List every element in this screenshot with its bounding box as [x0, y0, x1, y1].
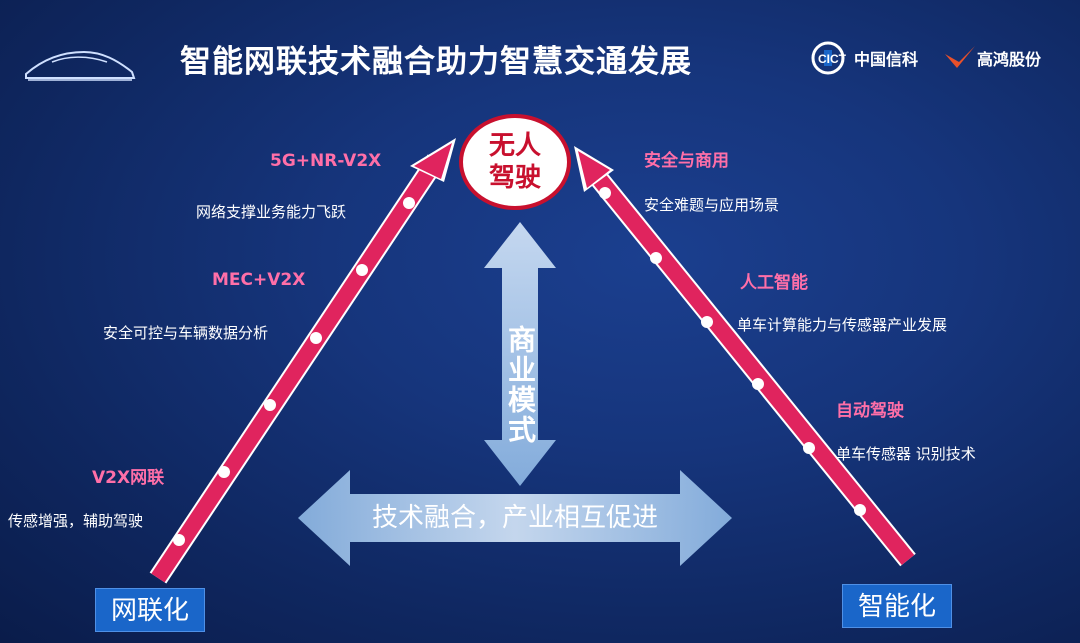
arm-dot [310, 332, 322, 344]
right-stage-3-title: 安全与商用 [644, 151, 729, 171]
car-outline-icon [25, 50, 136, 81]
arm-dot [173, 534, 185, 546]
left-arm-arrow [149, 138, 456, 584]
arm-dot [650, 252, 662, 264]
right-stage-3-desc: 安全难题与应用场景 [644, 196, 780, 214]
left-stage-3-desc: 网络支撑业务能力飞跃 [196, 203, 347, 221]
right-stage-1-title: 自动驾驶 [836, 401, 904, 421]
arm-dot [701, 316, 713, 328]
vertical-arrow-label: 商业模式 [504, 325, 537, 445]
arm-dot [356, 264, 368, 276]
right-arm-dots [599, 187, 866, 516]
center-label-line1: 无人 [488, 131, 541, 161]
right-base-label: 智能化 [842, 584, 952, 628]
right-stage-1-desc: 单车传感器 识别技术 [836, 445, 976, 463]
horizontal-arrow-label: 技术融合，产业相互促进 [371, 503, 658, 533]
arm-dot [599, 187, 611, 199]
arm-dot [803, 442, 815, 454]
left-base-label: 网联化 [95, 588, 205, 632]
gaohong-logo-text: 高鸿股份 [977, 50, 1042, 69]
left-stage-2-desc: 安全可控与车辆数据分析 [103, 324, 269, 342]
vertical-double-arrow [484, 222, 556, 486]
arm-dot [218, 466, 230, 478]
right-stage-2-title: 人工智能 [740, 273, 808, 293]
left-stage-1-title: V2X网联 [92, 468, 165, 488]
left-stage-3-title: 5G+NR-V2X [270, 151, 382, 171]
center-label-line2: 驾驶 [488, 163, 541, 193]
right-stage-2-desc: 单车计算能力与传感器产业发展 [737, 316, 948, 334]
brand-logos: CICT 中国信科 高鸿股份 [810, 38, 1070, 78]
arm-dot [403, 197, 415, 209]
cict-logo-text: 中国信科 [854, 50, 919, 69]
left-stage-1-desc: 传感增强，辅助驾驶 [8, 512, 144, 530]
arm-dot [264, 399, 276, 411]
right-arm-arrow [574, 146, 916, 567]
arm-dot [854, 504, 866, 516]
left-stage-2-title: MEC+V2X [212, 270, 306, 290]
gaohong-logo-icon [945, 46, 975, 68]
page-title: 智能网联技术融合助力智慧交通发展 [180, 44, 692, 80]
svg-text:CICT: CICT [818, 52, 847, 66]
arm-dot [752, 378, 764, 390]
left-arm-dots [173, 197, 415, 546]
horizontal-double-arrow [298, 470, 732, 566]
center-goal-circle: 无人 驾驶 [459, 114, 571, 210]
cict-logo-icon: CICT [811, 41, 847, 75]
